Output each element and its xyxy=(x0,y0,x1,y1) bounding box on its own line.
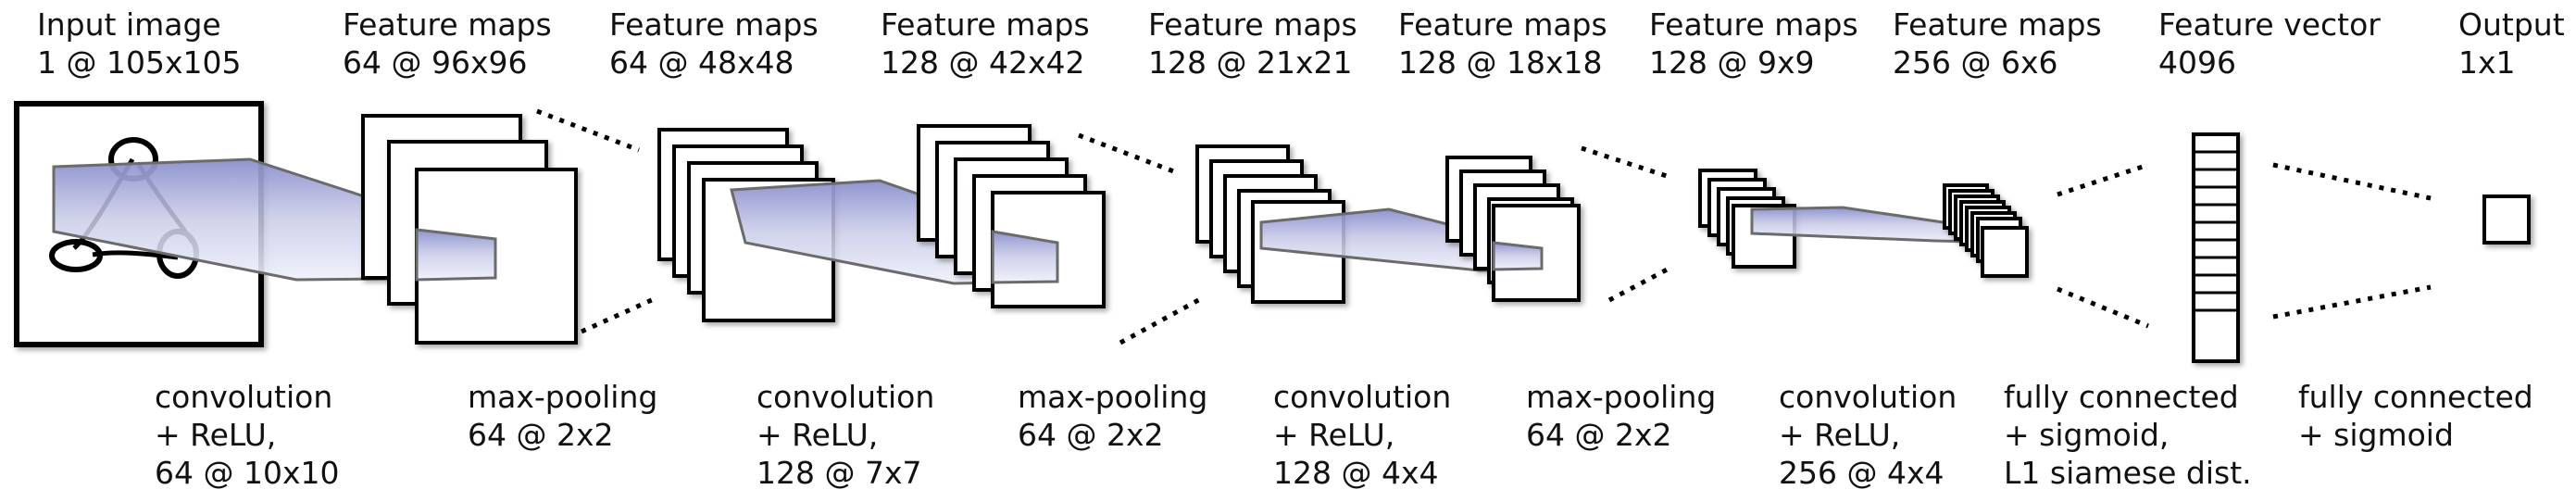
fc-connector xyxy=(2272,162,2432,201)
layer-size-feature-vector: 4096 xyxy=(2158,44,2236,81)
op-fc1-line2: + sigmoid, xyxy=(2004,417,2169,453)
feature-map-stack xyxy=(361,114,578,345)
fc-connector xyxy=(2272,284,2432,320)
op-pool3-line1: max-pooling xyxy=(1526,379,1716,415)
layer-title-output: Output xyxy=(2458,6,2565,43)
layer-title-fm2: Feature maps xyxy=(609,6,819,43)
op-conv4-line2: + ReLU, xyxy=(1779,417,1900,453)
layer-size-fm3: 128 @ 42x42 xyxy=(881,44,1084,81)
layer-size-fm4: 128 @ 21x21 xyxy=(1148,44,1352,81)
receptive-field-beam xyxy=(415,228,497,282)
pooling-connector xyxy=(1119,295,1204,345)
op-conv2-line1: convolution xyxy=(757,379,934,415)
feature-map xyxy=(1981,226,2029,278)
op-pool1-line1: max-pooling xyxy=(468,379,657,415)
layer-title-fm6: Feature maps xyxy=(1649,6,1858,43)
layer-title-fm4: Feature maps xyxy=(1148,6,1357,43)
input-glyph-circle xyxy=(49,239,103,272)
op-fc2-line2: + sigmoid xyxy=(2298,417,2454,453)
pooling-connector xyxy=(536,108,640,153)
op-conv3-line1: convolution xyxy=(1273,379,1451,415)
fc-connector xyxy=(2057,162,2149,197)
op-fc1-line3: L1 siamese dist. xyxy=(2004,455,2252,491)
layer-size-fm5: 128 @ 18x18 xyxy=(1398,44,1602,81)
op-conv1-line2: + ReLU, xyxy=(155,417,276,453)
op-conv4-line3: 256 @ 4x4 xyxy=(1779,455,1945,491)
fc-connector xyxy=(2057,286,2149,329)
pooling-connector xyxy=(1607,264,1674,303)
layer-size-fm7: 256 @ 6x6 xyxy=(1893,44,2058,81)
receptive-field-beam xyxy=(1492,241,1544,271)
op-conv1-line3: 64 @ 10x10 xyxy=(155,455,339,491)
pooling-connector xyxy=(1078,132,1177,175)
layer-title-fm5: Feature maps xyxy=(1398,6,1607,43)
layer-size-fm6: 128 @ 9x9 xyxy=(1649,44,1815,81)
receptive-field-beam xyxy=(991,230,1059,284)
layer-size-fm2: 64 @ 48x48 xyxy=(609,44,794,81)
op-conv3-line2: + ReLU, xyxy=(1273,417,1394,453)
layer-size-input: 1 @ 105x105 xyxy=(37,44,241,81)
pooling-connector xyxy=(1581,145,1673,181)
layer-title-fm3: Feature maps xyxy=(881,6,1090,43)
op-pool2-line2: 64 @ 2x2 xyxy=(1018,417,1164,453)
pooling-connector xyxy=(580,295,657,334)
layer-title-fm1: Feature maps xyxy=(343,6,552,43)
layer-title-feature-vector: Feature vector xyxy=(2158,6,2381,43)
op-pool3-line2: 64 @ 2x2 xyxy=(1526,417,1672,453)
layer-size-fm1: 64 @ 96x96 xyxy=(343,44,527,81)
op-pool1-line2: 64 @ 2x2 xyxy=(468,417,614,453)
op-conv1-line1: convolution xyxy=(155,379,332,415)
layer-title-input: Input image xyxy=(37,6,221,43)
op-conv3-line3: 128 @ 4x4 xyxy=(1273,455,1439,491)
op-fc1-line1: fully connected xyxy=(2004,379,2239,415)
layer-size-output: 1x1 xyxy=(2458,44,2516,81)
op-conv2-line2: + ReLU, xyxy=(757,417,878,453)
op-pool2-line1: max-pooling xyxy=(1018,379,1207,415)
layer-title-fm7: Feature maps xyxy=(1893,6,2102,43)
layer-labels: Input image 1 @ 105x105 Feature maps 64 … xyxy=(37,6,2565,81)
feature-map-stack xyxy=(1943,183,2029,278)
feature-vector xyxy=(2192,132,2240,363)
feature-vector-column xyxy=(2192,132,2240,363)
feature-map-stack xyxy=(1445,156,1581,302)
output-node xyxy=(2482,195,2531,245)
operation-labels: convolution + ReLU, 64 @ 10x10 max-pooli… xyxy=(155,379,2533,491)
op-conv2-line3: 128 @ 7x7 xyxy=(757,455,922,491)
op-fc2-line1: fully connected xyxy=(2298,379,2533,415)
op-conv4-line1: convolution xyxy=(1779,379,1957,415)
